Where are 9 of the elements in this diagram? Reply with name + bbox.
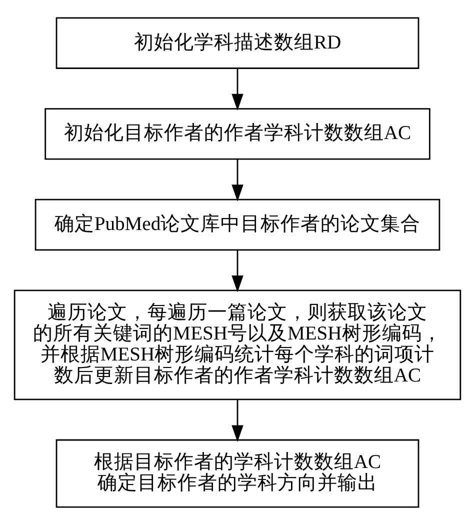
- node-box: 确定PubMed论文库中目标作者的论文集合: [34, 198, 440, 250]
- arrow: [231, 250, 243, 292]
- arrow: [231, 399, 243, 442]
- node-box: 遍历论文，每遍历一篇论文，则获取该论文的所有关键词的MESH号以及MESH树形编码，并根据MESH树形编码统计每个学科的词项计数后更新目标作者的作者学科计数数组AC: [13, 289, 461, 400]
- node-box: 根据目标作者的学科计数数组AC确定目标作者的学科方向并输出: [55, 438, 419, 508]
- arrow: [231, 158, 243, 201]
- arrow: [231, 68, 243, 110]
- node-box: 初始化学科描述数组RD: [55, 16, 419, 68]
- node-box: 初始化目标作者的作者学科计数数组AC: [44, 108, 430, 160]
